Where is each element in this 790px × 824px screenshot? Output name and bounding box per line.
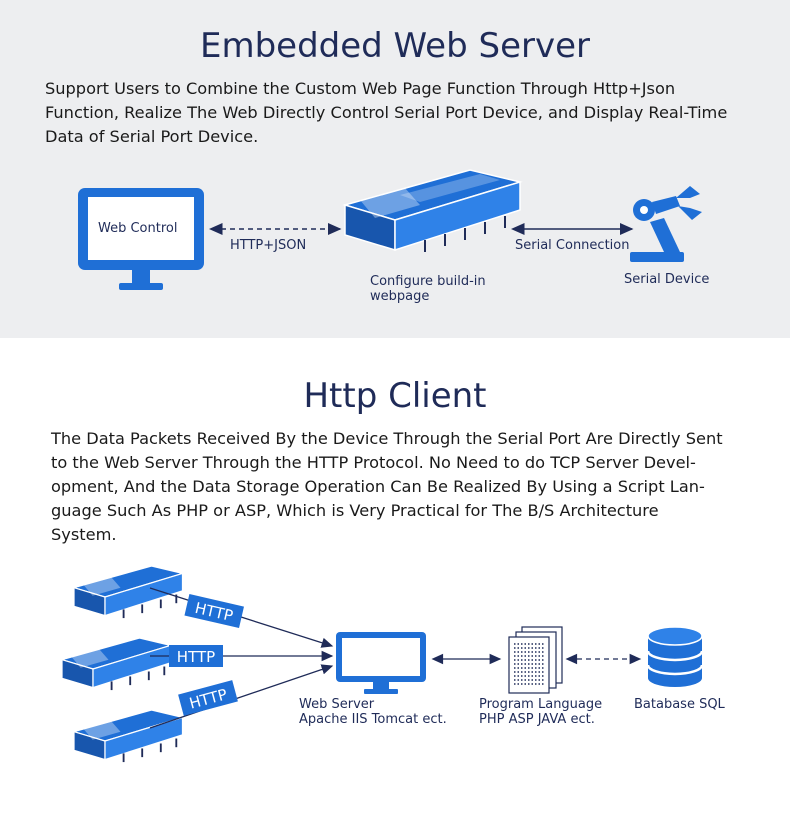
web-server-label-line: Apache IIS Tomcat ect.: [299, 712, 447, 727]
http-desc-line: System.: [51, 525, 117, 544]
embedded-web-server-panel: [0, 0, 790, 338]
embedded-desc-line: Support Users to Combine the Custom Web …: [45, 79, 676, 98]
http-desc-line: opment, And the Data Storage Operation C…: [51, 477, 705, 496]
monitor-icon: [78, 188, 204, 290]
http-tag-text: HTTP: [193, 599, 234, 625]
embedded-desc-line: Data of Serial Port Device.: [45, 127, 259, 146]
program-language-label: Program Language PHP ASP JAVA ect.: [479, 697, 602, 727]
http-tag: HTTP: [178, 680, 238, 716]
embedded-description: Support Users to Combine the Custom Web …: [45, 77, 727, 149]
web-control-label: Web Control: [98, 221, 178, 236]
embedded-title: Embedded Web Server: [199, 26, 590, 66]
database-icon: [646, 626, 704, 687]
serial-device-label: Serial Device: [624, 272, 710, 287]
http-tag: HTTP: [184, 594, 244, 629]
web-server-label: Web Server Apache IIS Tomcat ect.: [299, 697, 447, 727]
embedded-desc-line: Function, Realize The Web Directly Contr…: [45, 103, 728, 122]
device-module-icon: [59, 637, 173, 691]
http-desc-line: guage Such As PHP or ASP, Which is Very …: [51, 501, 659, 520]
http-link-3: [149, 664, 334, 729]
web-server-label-line: Web Server: [299, 697, 375, 712]
device-label-line: Configure build-in: [370, 274, 486, 289]
monitor-icon: [336, 632, 426, 694]
http-client-title: Http Client: [303, 376, 487, 416]
http-json-label: HTTP+JSON: [230, 238, 307, 253]
http-tag-text: HTTP: [177, 648, 215, 666]
http-desc-line: to the Web Server Through the HTTP Proto…: [51, 453, 696, 472]
http-tag: HTTP: [169, 645, 223, 667]
program-label-line: Program Language: [479, 697, 603, 712]
http-desc-line: The Data Packets Received By the Device …: [51, 429, 723, 448]
device-module-icon: [71, 709, 185, 763]
device-module-icon: [71, 565, 185, 619]
database-label: Batabase SQL: [634, 697, 725, 712]
program-label-line: PHP ASP JAVA ect.: [479, 712, 595, 727]
device-label: Configure build-in webpage: [370, 274, 486, 304]
robot-arm-icon: [630, 186, 702, 262]
document-icon: [508, 626, 563, 694]
device-module-icon: [342, 169, 523, 252]
serial-connection-label: Serial Connection: [515, 238, 630, 253]
http-client-description: The Data Packets Received By the Device …: [51, 427, 723, 547]
device-label-line: webpage: [370, 289, 430, 304]
